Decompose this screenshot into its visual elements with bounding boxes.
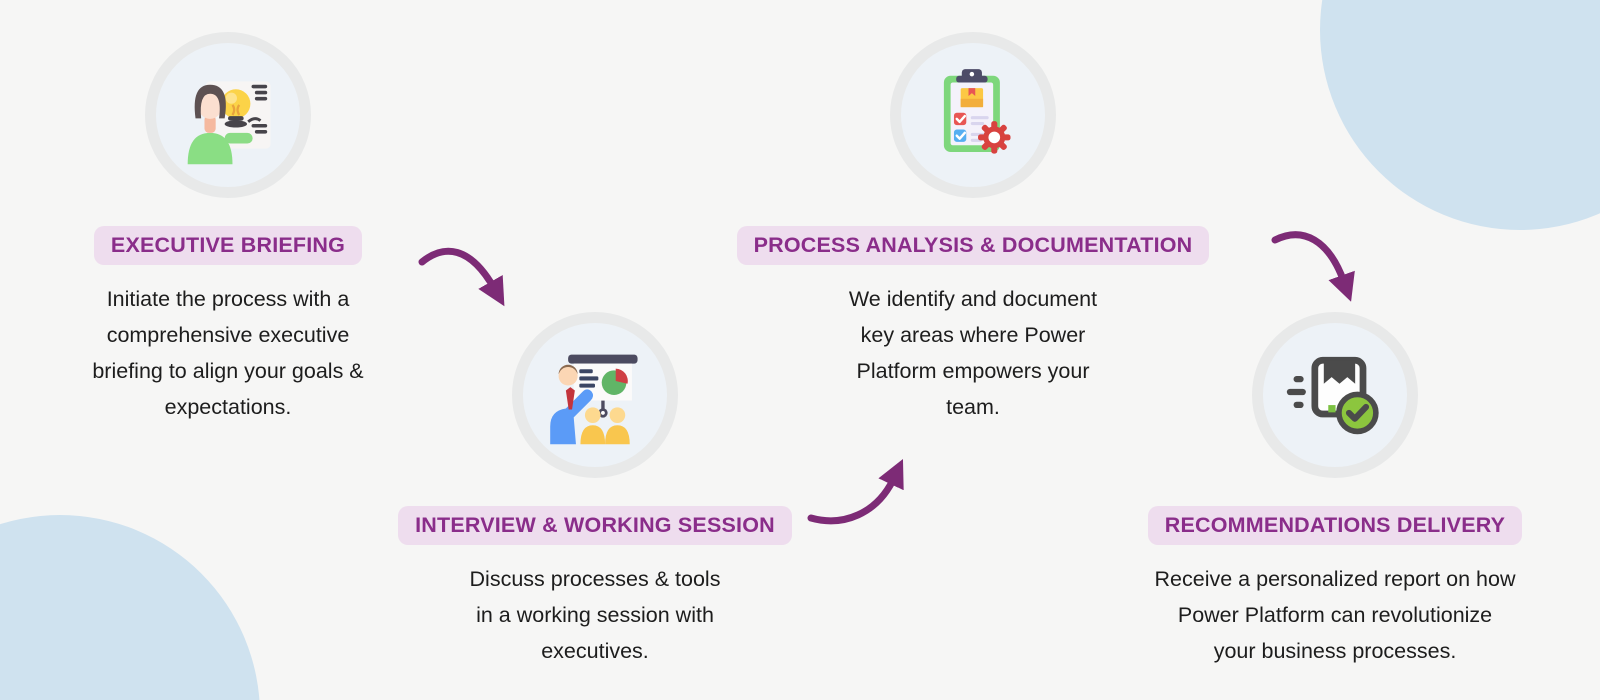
package-delivery-check-icon [1286,356,1379,435]
step-title-badge: PROCESS ANALYSIS & DOCUMENTATION [736,226,1210,265]
clipboard-checklist-gear-icon [943,69,1011,154]
curved-arrow-3-icon [1271,231,1355,302]
step-interview-working-session: INTERVIEW & WORKING SESSION Discuss proc… [385,312,805,669]
presentation-audience-icon [550,354,638,445]
step-process-analysis-documentation: PROCESS ANALYSIS & DOCUMENTATION We iden… [723,32,1223,425]
step-description: Receive a personalized report on how Pow… [1154,567,1516,663]
step-title-badge: RECOMMENDATIONS DELIVERY [1147,506,1523,545]
decor-circle-top-right [1320,0,1600,230]
step-description: Discuss processes & tools in a working s… [469,567,721,663]
icon-circle [512,312,678,478]
step-title-badge: EXECUTIVE BRIEFING [93,226,363,265]
step-title-badge: INTERVIEW & WORKING SESSION [398,506,792,545]
step-description: We identify and document key areas where… [848,287,1098,419]
icon-circle [145,32,311,198]
person-idea-board-icon [187,81,271,165]
icon-circle [890,32,1056,198]
decor-circle-bottom-left [0,515,260,700]
step-recommendations-delivery: RECOMMENDATIONS DELIVERY Receive a perso… [1125,312,1545,669]
icon-circle [1252,312,1418,478]
step-executive-briefing: EXECUTIVE BRIEFING Initiate the process … [48,32,408,425]
curved-arrow-1-icon [418,247,505,307]
step-description: Initiate the process with a comprehensiv… [92,287,364,419]
curved-arrow-2-icon [807,459,904,525]
